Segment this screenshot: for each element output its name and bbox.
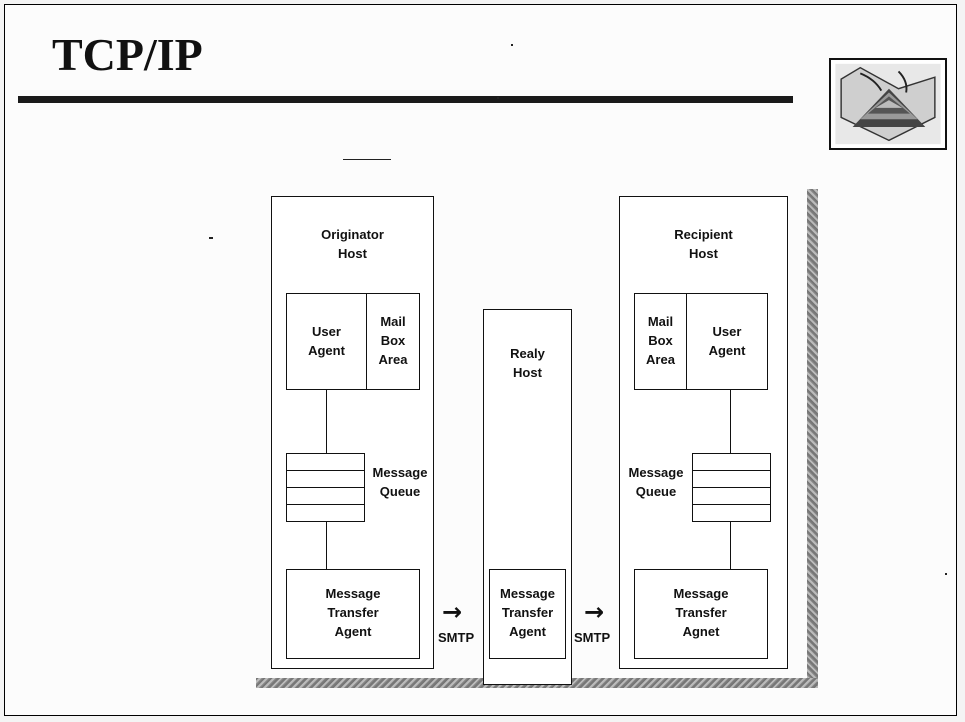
originator-mta-box	[286, 569, 420, 659]
recipient-mailbox-label: Mail Box Area	[646, 314, 675, 367]
pyramid-logo-icon	[829, 58, 947, 150]
originator-mailbox-label: Mail Box Area	[378, 314, 408, 367]
recipient-connector-top	[730, 390, 731, 453]
originator-queue-slot	[286, 453, 365, 471]
speck	[511, 44, 513, 46]
smtp-arrow-right-icon: →	[584, 598, 605, 626]
recipient-host-label: Recipient Host	[674, 227, 733, 261]
recipient-mta-label: Message Transfer Agnet	[673, 586, 729, 639]
smtp-label-right: SMTP	[574, 630, 611, 645]
recipient-user-agent-label: User Agent	[708, 324, 746, 358]
speck	[945, 573, 947, 575]
relay-mta-label: Message Transfer Agent	[500, 586, 555, 639]
recipient-mta-box	[634, 569, 768, 659]
speck	[343, 159, 391, 160]
originator-connector-top	[326, 390, 327, 453]
speck	[497, 97, 499, 99]
originator-queue-slot	[286, 470, 365, 488]
recipient-mailbox-box	[634, 293, 687, 390]
recipient-queue-label: Message Queue	[628, 465, 684, 499]
smtp-label-left: SMTP	[438, 630, 475, 645]
originator-queue-slot	[286, 504, 365, 522]
originator-host-label: Originator Host	[321, 227, 384, 261]
recipient-queue-slot	[692, 470, 771, 488]
recipient-queue-slot	[692, 487, 771, 505]
slide-frame	[4, 4, 957, 716]
originator-queue-slot	[286, 487, 365, 505]
relay-mta-box	[489, 569, 566, 659]
slide-title: TCP/IP	[52, 29, 203, 80]
title-underline	[18, 96, 793, 103]
recipient-connector-bottom	[730, 522, 731, 569]
recipient-user-agent-box	[686, 293, 768, 390]
originator-mta-label: Message Transfer Agent	[325, 586, 381, 639]
speck	[209, 237, 213, 239]
originator-mailbox-box	[366, 293, 420, 390]
originator-connector-bottom	[326, 522, 327, 569]
originator-queue-label: Message Queue	[372, 465, 428, 499]
recipient-queue-slot	[692, 504, 771, 522]
originator-user-agent-box	[286, 293, 367, 390]
diagram-shadow-right	[807, 189, 818, 688]
smtp-arrow-left-icon: →	[442, 598, 463, 626]
relay-host-label: Realy Host	[510, 346, 545, 380]
recipient-queue-slot	[692, 453, 771, 471]
originator-user-agent-label: User Agent	[308, 324, 345, 358]
